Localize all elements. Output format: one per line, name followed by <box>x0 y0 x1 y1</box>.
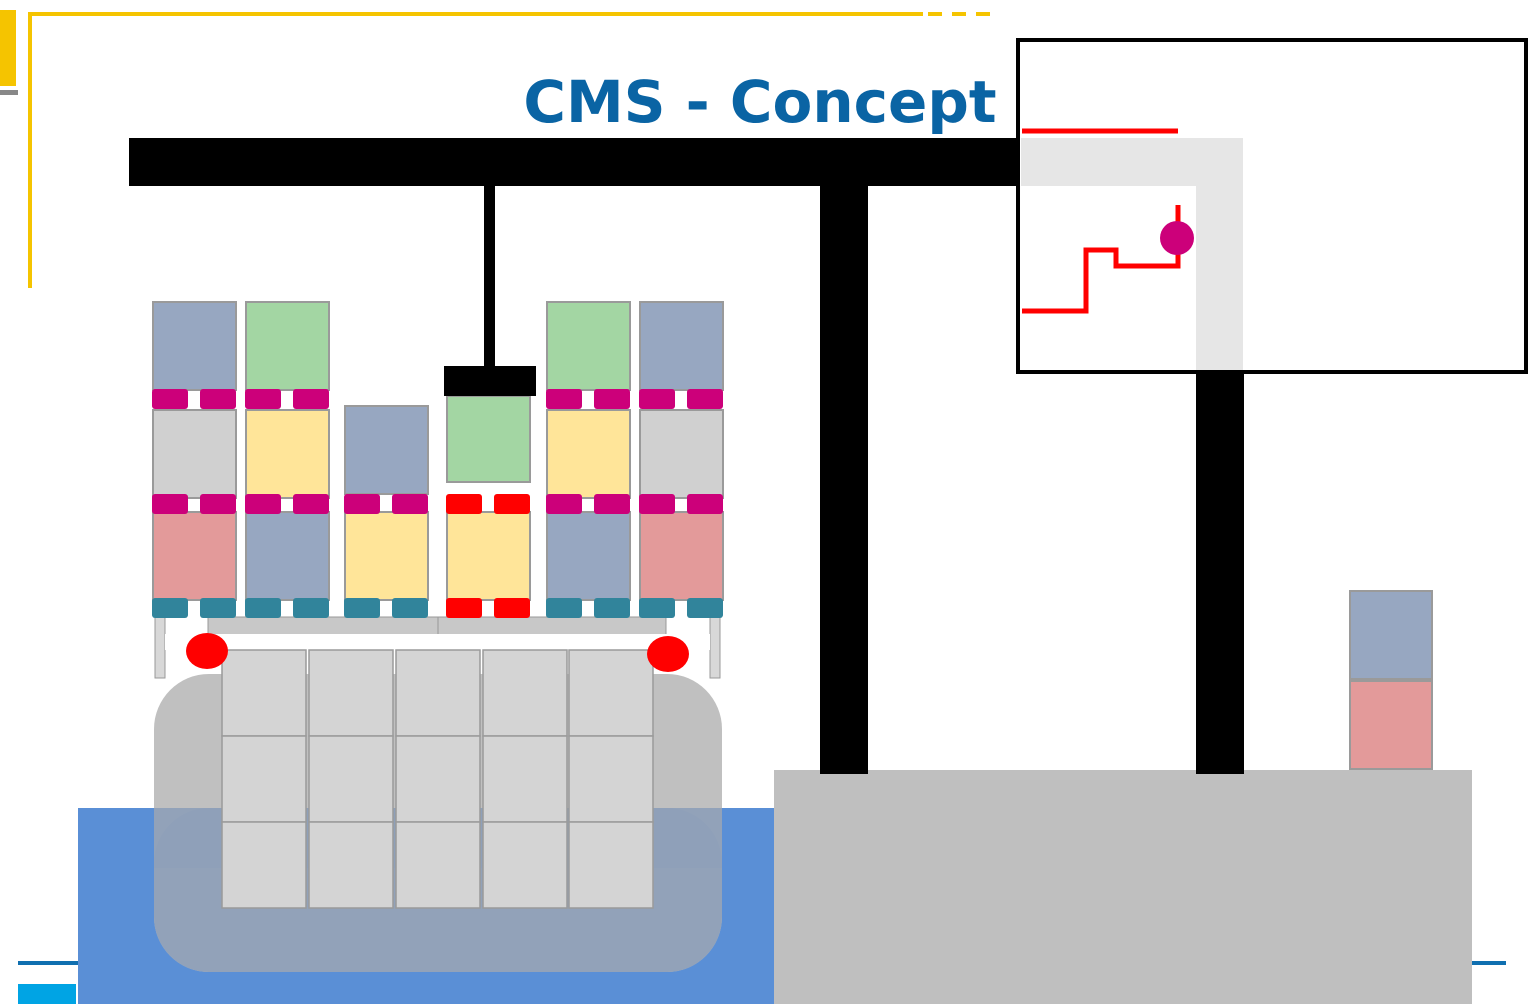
container-icon <box>639 409 724 499</box>
ship-container-stacks <box>152 301 724 618</box>
header-rule-vertical <box>28 12 32 288</box>
container-icon <box>245 409 330 499</box>
hold-cell <box>221 821 307 909</box>
twistlock-icon <box>344 598 380 618</box>
slide-title: CMS - Concept <box>523 68 996 136</box>
twistlock-icon <box>546 598 582 618</box>
cargo-hold <box>221 649 654 909</box>
hold-cell <box>395 735 481 823</box>
hold-cell <box>568 821 654 909</box>
twistlock-icon <box>494 494 530 514</box>
twistlock-icon <box>245 494 281 514</box>
twistlock-icon <box>594 494 630 514</box>
twistlock-icon <box>687 389 723 409</box>
container-icon <box>1349 590 1433 680</box>
container-icon <box>152 409 237 499</box>
twistlock-icon <box>200 389 236 409</box>
footer-rule-right <box>1472 961 1506 965</box>
crane-hoist-cable <box>484 186 495 370</box>
inset-leg-section <box>1196 138 1243 370</box>
twistlock-icon <box>639 494 675 514</box>
hold-cell <box>221 735 307 823</box>
twistlock-icon <box>546 494 582 514</box>
container-icon <box>245 511 330 601</box>
twistlock-icon <box>594 389 630 409</box>
twistlock-icon <box>639 598 675 618</box>
crane-leg-seaside <box>820 138 868 774</box>
hold-cell <box>395 821 481 909</box>
slide-decoration <box>0 10 995 288</box>
twistlock-icon <box>245 598 281 618</box>
sensor-icon <box>186 633 228 669</box>
twistlock-icon <box>494 598 530 618</box>
container-icon <box>639 301 724 391</box>
container-icon <box>1349 680 1433 770</box>
twistlock-icon <box>344 494 380 514</box>
hold-cell <box>395 649 481 737</box>
corner-gray-bar <box>0 90 18 95</box>
twistlock-icon <box>392 494 428 514</box>
twistlock-icon <box>1160 221 1194 255</box>
inset-signal-step <box>1022 205 1181 314</box>
container-icon <box>639 511 724 601</box>
twistlock-icon <box>392 598 428 618</box>
twistlock-icon <box>446 494 482 514</box>
hold-cell <box>308 821 394 909</box>
hold-cell <box>482 649 568 737</box>
twistlock-icon <box>245 389 281 409</box>
deck-plate <box>165 634 710 650</box>
inset-frame <box>1016 38 1528 374</box>
deck-post-left <box>154 611 166 679</box>
twistlock-icon <box>152 494 188 514</box>
detail-inset <box>1016 38 1528 374</box>
footer-rule-left <box>18 961 78 965</box>
hold-cell <box>482 821 568 909</box>
twistlock-icon <box>687 598 723 618</box>
ship <box>154 611 722 972</box>
twistlock-icon <box>200 598 236 618</box>
twistlock-icon <box>293 598 329 618</box>
container-icon <box>152 511 237 601</box>
hold-cell <box>221 649 307 737</box>
twistlock-icon <box>687 494 723 514</box>
header-rule-horizontal <box>28 12 923 16</box>
twistlock-icon <box>594 598 630 618</box>
container-icon <box>344 511 429 601</box>
twistlock-icon <box>293 494 329 514</box>
hold-cell <box>482 735 568 823</box>
twistlock-icon <box>152 389 188 409</box>
twistlock-icon <box>293 389 329 409</box>
container-icon <box>446 511 531 601</box>
deck-post-right <box>709 611 721 679</box>
hold-cell <box>308 735 394 823</box>
container-icon <box>152 301 237 391</box>
twistlock-icon <box>200 494 236 514</box>
container-icon <box>245 301 330 391</box>
sensor-icon <box>647 636 689 672</box>
container-icon <box>546 511 631 601</box>
hatch-cover <box>207 616 667 636</box>
quay <box>774 770 1472 1004</box>
twistlock-icon <box>546 389 582 409</box>
container-icon <box>344 405 429 495</box>
quay-container-stack <box>1349 590 1433 770</box>
container-icon <box>446 395 531 483</box>
corner-yellow-tab <box>0 10 16 86</box>
twistlock-icon <box>639 389 675 409</box>
hold-cell <box>568 649 654 737</box>
crane-spreader <box>444 366 536 396</box>
twistlock-icon <box>152 598 188 618</box>
footer-block-left <box>18 984 76 1004</box>
footer-decoration <box>18 961 1506 1004</box>
container-icon <box>546 409 631 499</box>
twistlock-icon <box>446 598 482 618</box>
container-icon <box>546 301 631 391</box>
hold-cell <box>308 649 394 737</box>
hold-cell <box>568 735 654 823</box>
